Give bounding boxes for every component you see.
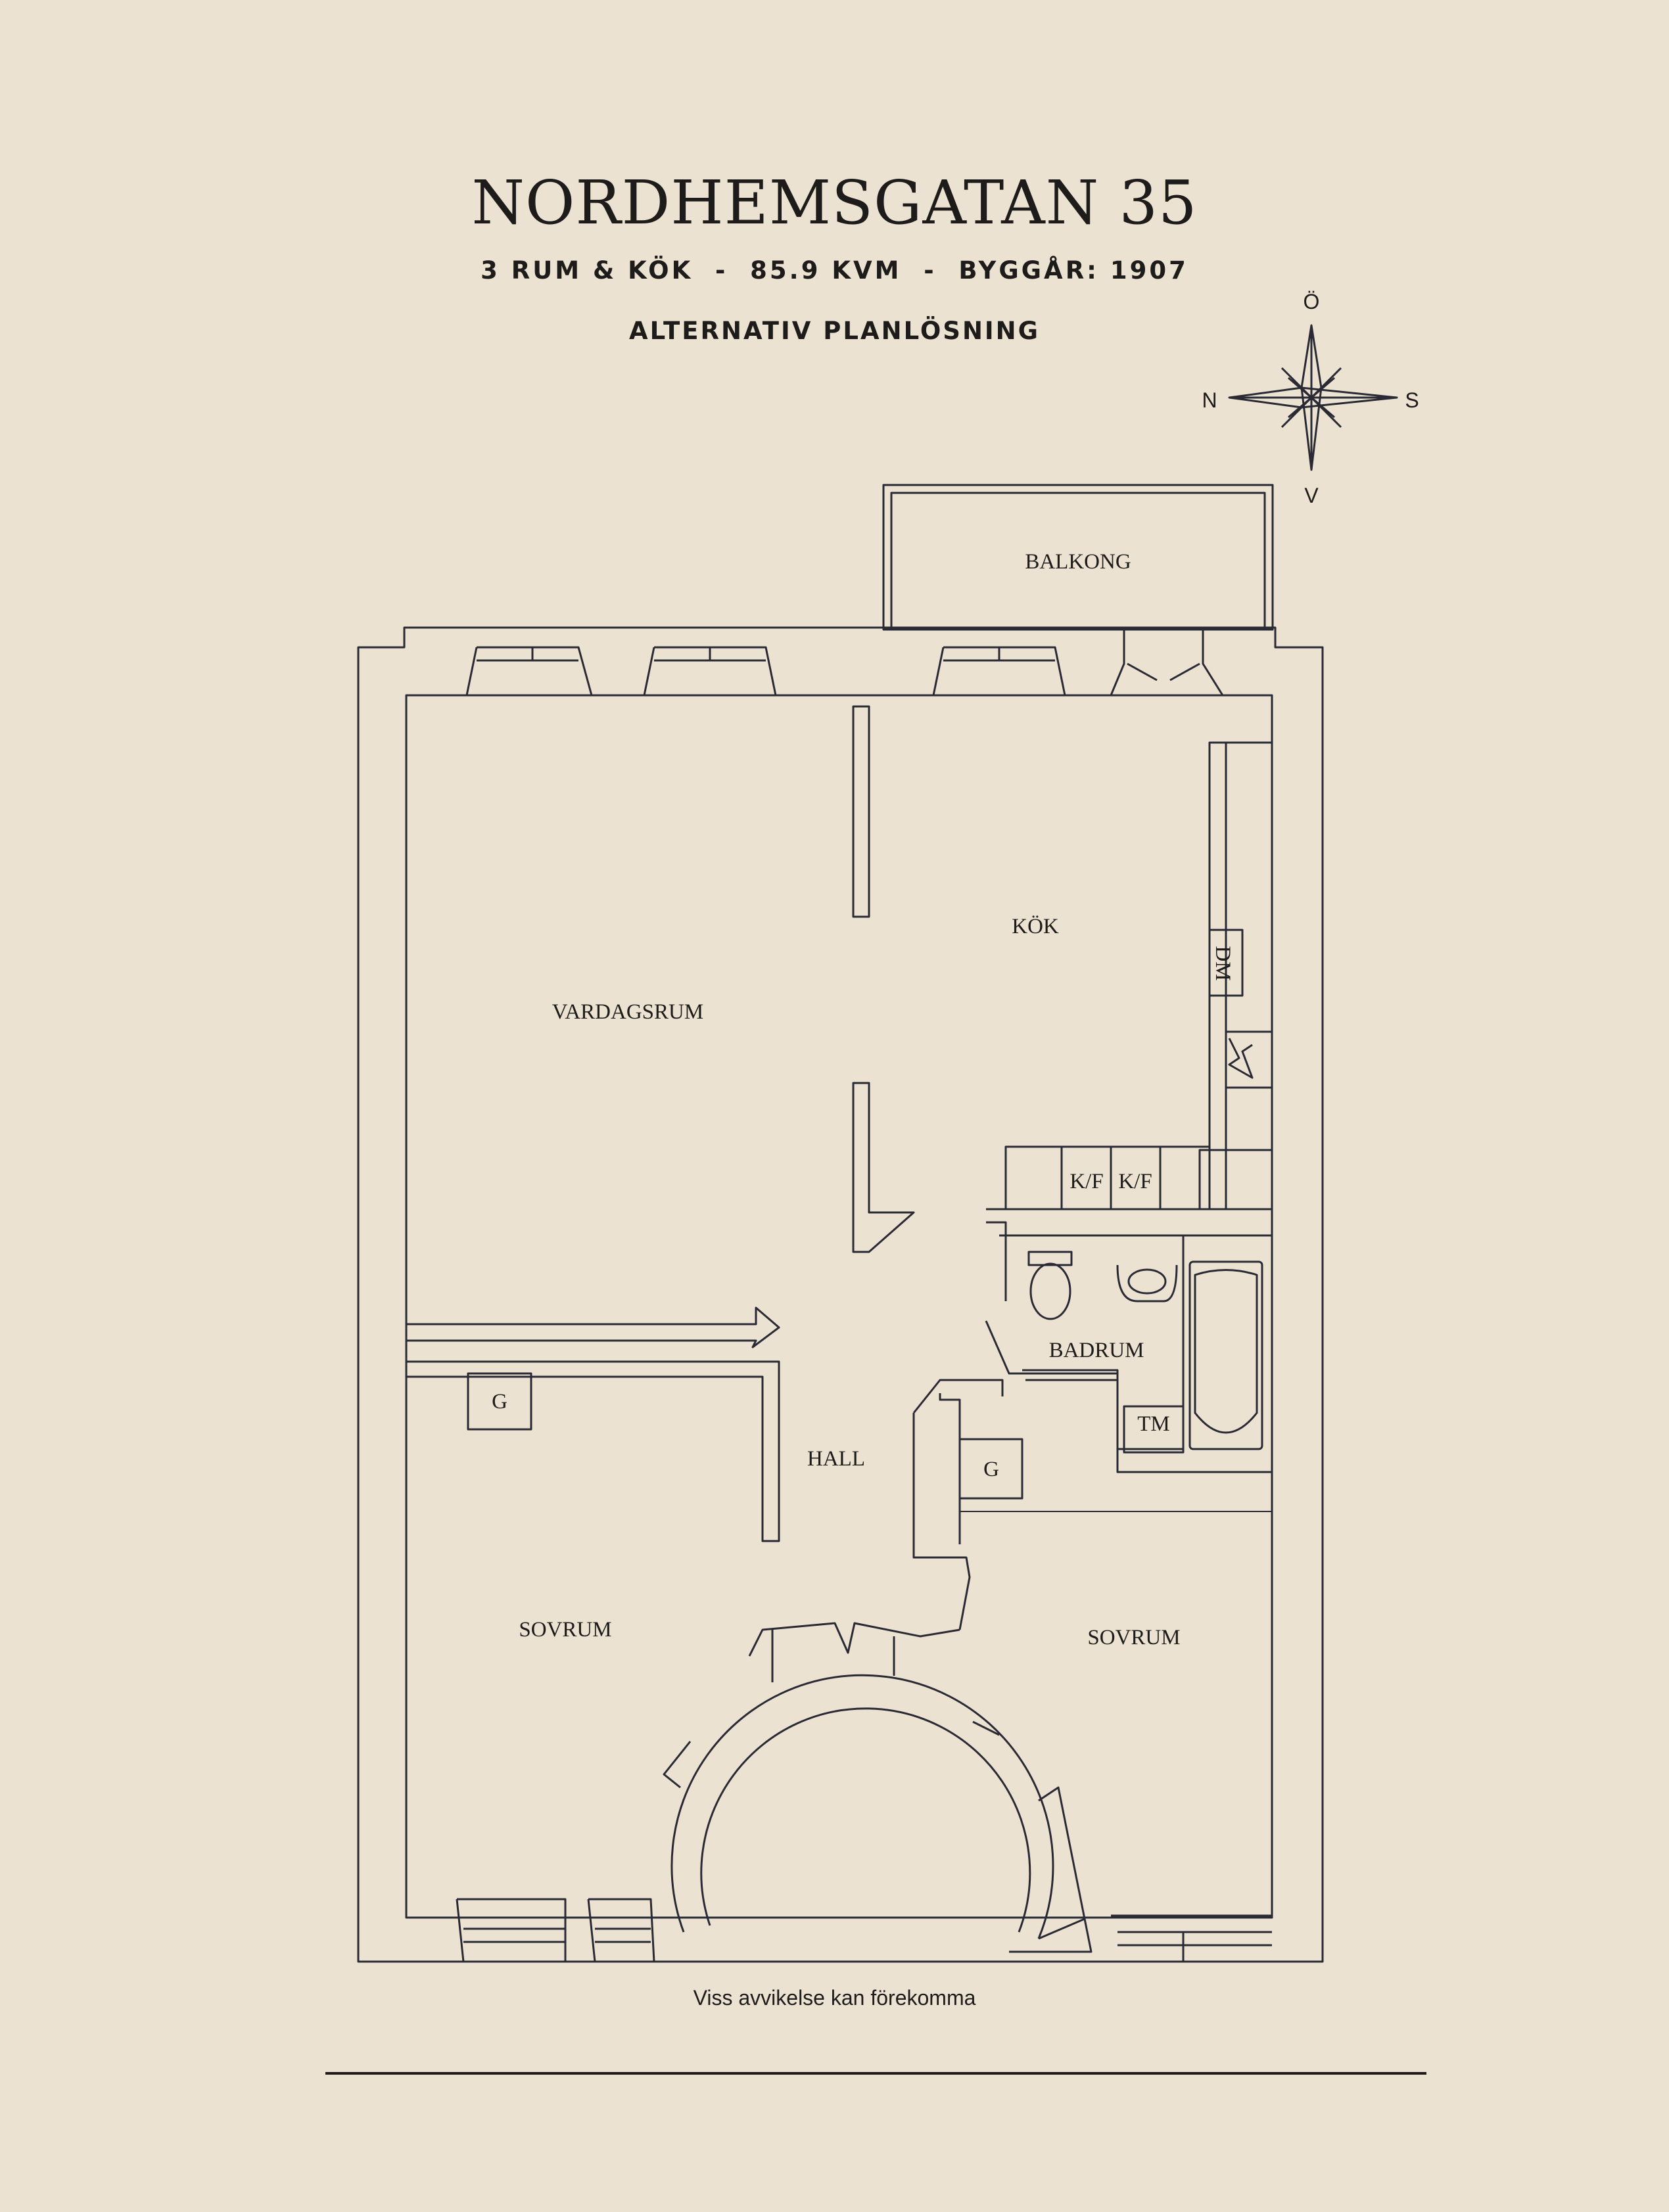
room-sovrum-right: SOVRUM (1087, 1626, 1180, 1649)
washing-machine-label: TM (1137, 1412, 1170, 1436)
compass-icon (1228, 324, 1398, 471)
chimney-left (467, 1372, 532, 1431)
page-title: NORDHEMSGATAN 35 (471, 168, 1198, 238)
compass-west-label: V (1304, 484, 1319, 507)
disclaimer-text: Viss avvikelse kan förekomma (693, 1986, 976, 2010)
windows-bottom (456, 1898, 1272, 1962)
chimney-label-left: G (492, 1390, 507, 1414)
fridge-freezer-label-2: K/F (1118, 1170, 1152, 1193)
compass-north-label: N (1202, 388, 1217, 412)
room-hall: HALL (807, 1447, 865, 1471)
fridge-freezer-label-1: K/F (1070, 1170, 1103, 1193)
chimney-right (958, 1438, 1023, 1500)
bay-window-arc (663, 1622, 1093, 1953)
outer-walls (357, 626, 1324, 1963)
interior-walls (406, 705, 1272, 1630)
dishwasher-label: DM (1211, 946, 1234, 980)
property-summary: 3 RUM & KÖK - 85.9 KVM - BYGGÅR: 1907 (481, 256, 1188, 285)
bathroom-fixtures (1027, 1251, 1263, 1454)
compass-east-label: Ö (1304, 290, 1320, 313)
compass-south-label: S (1405, 388, 1419, 412)
room-vardagsrum: VARDAGSRUM (552, 1000, 703, 1024)
balcony (882, 484, 1274, 631)
room-sovrum-left: SOVRUM (519, 1618, 611, 1642)
chimney-label-right: G (983, 1458, 999, 1481)
room-badrum: BADRUM (1049, 1339, 1144, 1362)
room-balkong: BALKONG (1025, 550, 1131, 574)
room-kok: KÖK (1012, 915, 1059, 938)
windows-top (465, 628, 1224, 696)
kitchen-counter (1004, 741, 1273, 1210)
plan-variant-label: ALTERNATIV PLANLÖSNING (628, 317, 1041, 345)
